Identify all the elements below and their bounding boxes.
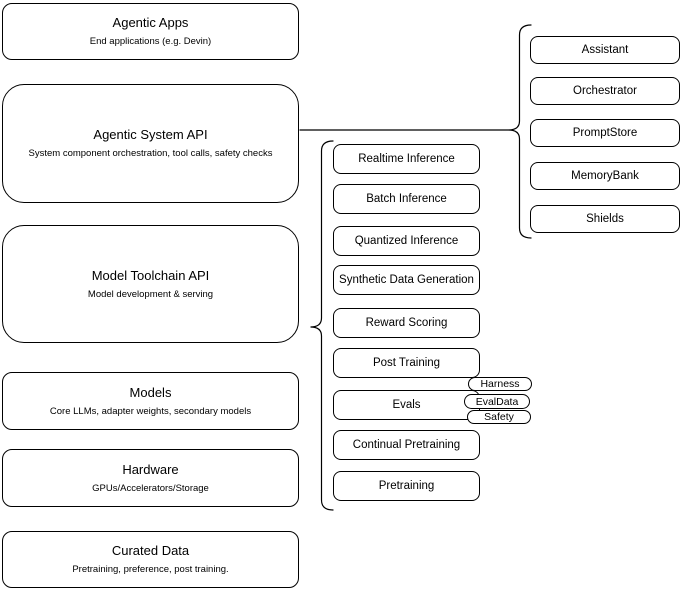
node-evals: Evals [333, 390, 480, 420]
node-title: Agentic System API [93, 127, 208, 143]
node-title: Curated Data [111, 543, 190, 559]
node-label: Reward Scoring [365, 317, 448, 329]
node-continual-pretraining: Continual Pretraining [333, 430, 480, 460]
node-subtitle: GPUs/Accelerators/Storage [92, 482, 209, 494]
node-label: Realtime Inference [358, 153, 455, 165]
node-label: Batch Inference [366, 193, 447, 205]
node-subtitle: Model development & serving [87, 288, 214, 300]
node-assistant: Assistant [530, 36, 680, 64]
node-synthetic-data-generation: Synthetic Data Generation [333, 265, 480, 295]
node-orchestrator: Orchestrator [530, 77, 680, 105]
node-agentic-system-api: Agentic System API System component orch… [2, 84, 299, 203]
node-title: Agentic Apps [112, 15, 189, 31]
node-models: Models Core LLMs, adapter weights, secon… [2, 372, 299, 430]
node-subtitle: System component orchestration, tool cal… [28, 148, 273, 160]
node-label: Orchestrator [573, 85, 637, 97]
node-label: Pretraining [378, 480, 435, 492]
system-components-group-brace [508, 24, 532, 239]
node-reward-scoring: Reward Scoring [333, 308, 480, 338]
node-label: MemoryBank [571, 170, 639, 182]
node-pretraining: Pretraining [333, 471, 480, 501]
node-title: Models [129, 384, 172, 400]
node-subtitle: End applications (e.g. Devin) [89, 36, 212, 48]
node-post-training: Post Training [333, 348, 480, 378]
pill-safety: Safety [467, 410, 531, 424]
toolchain-group-brace [310, 140, 334, 511]
node-hardware: Hardware GPUs/Accelerators/Storage [2, 449, 299, 507]
node-label: Synthetic Data Generation [339, 274, 474, 286]
node-label: Continual Pretraining [352, 439, 461, 451]
node-label: Evals [392, 399, 421, 411]
node-subtitle: Core LLMs, adapter weights, secondary mo… [49, 405, 252, 417]
node-batch-inference: Batch Inference [333, 184, 480, 214]
node-label: Quantized Inference [354, 235, 459, 247]
node-promptstore: PromptStore [530, 119, 680, 147]
node-label: PromptStore [572, 127, 638, 139]
node-label: Shields [586, 213, 624, 225]
node-memorybank: MemoryBank [530, 162, 680, 190]
node-agentic-apps: Agentic Apps End applications (e.g. Devi… [2, 3, 299, 60]
node-realtime-inference: Realtime Inference [333, 144, 480, 174]
node-curated-data: Curated Data Pretraining, preference, po… [2, 531, 299, 588]
node-model-toolchain-api: Model Toolchain API Model development & … [2, 225, 299, 343]
node-label: Assistant [581, 44, 629, 56]
node-shields: Shields [530, 205, 680, 233]
pill-evaldata: EvalData [464, 394, 530, 409]
pill-harness: Harness [468, 377, 532, 391]
node-title: Hardware [122, 461, 179, 477]
node-quantized-inference: Quantized Inference [333, 226, 480, 256]
node-subtitle: Pretraining, preference, post training. [72, 564, 229, 576]
node-title: Model Toolchain API [91, 267, 210, 283]
node-label: Post Training [372, 357, 441, 369]
